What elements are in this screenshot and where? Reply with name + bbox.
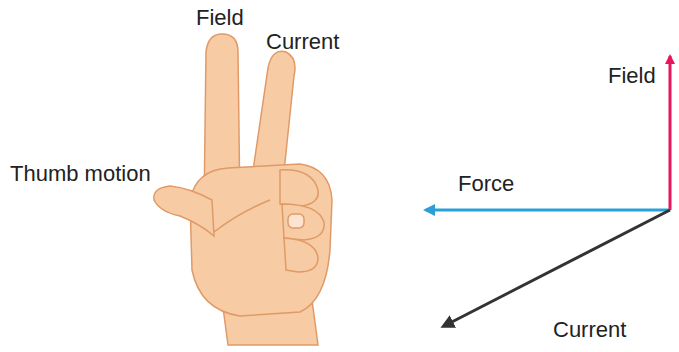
- force-arrow: [426, 209, 670, 212]
- vector-label: Force: [458, 172, 514, 196]
- vector-label: Field: [608, 64, 656, 88]
- thumb-label: Thumb motion: [10, 162, 151, 186]
- hand-illustration: [154, 34, 332, 345]
- current-arrow: [444, 210, 670, 326]
- finger-label: Field: [196, 6, 244, 30]
- finger-label: Current: [266, 30, 339, 54]
- vector-label: Current: [553, 318, 626, 342]
- vector-diagram: [426, 56, 670, 326]
- field-arrow: [669, 56, 672, 210]
